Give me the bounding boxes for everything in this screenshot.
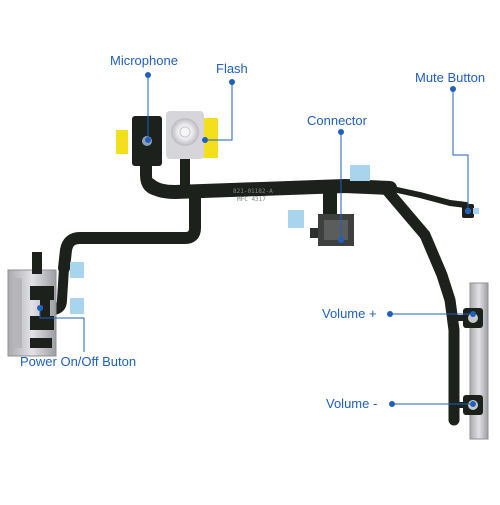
blue-stiffeners [70, 165, 370, 314]
blue-tab [350, 165, 370, 181]
blue-tab [70, 298, 84, 314]
cable-print-line2: MFC 4317 [237, 196, 266, 203]
yellow-tab [202, 118, 218, 158]
volume-bracket [463, 282, 489, 440]
label-mute-button: Mute Button [415, 70, 486, 85]
callout-dots [37, 72, 476, 407]
label-power-button: Power On/Off Buton [20, 354, 137, 369]
label-volume-up: Volume + [322, 306, 377, 321]
power-bracket [7, 252, 57, 357]
yellow-tab [116, 130, 128, 154]
blue-tab [288, 210, 304, 228]
cable-print-line1: 821-01182-A [233, 188, 273, 195]
leader-flash [205, 82, 233, 141]
label-connector: Connector [307, 113, 367, 128]
connector [310, 214, 354, 246]
leader-mute [452, 89, 469, 211]
label-microphone: Microphone [110, 53, 178, 68]
label-flash: Flash [216, 61, 248, 76]
leader-lines [39, 75, 470, 405]
label-volume-down: Volume - [326, 396, 378, 411]
metal-bracket [469, 282, 489, 440]
flex-cable [37, 134, 475, 426]
leader-power [39, 308, 85, 352]
blue-tab [70, 262, 84, 278]
